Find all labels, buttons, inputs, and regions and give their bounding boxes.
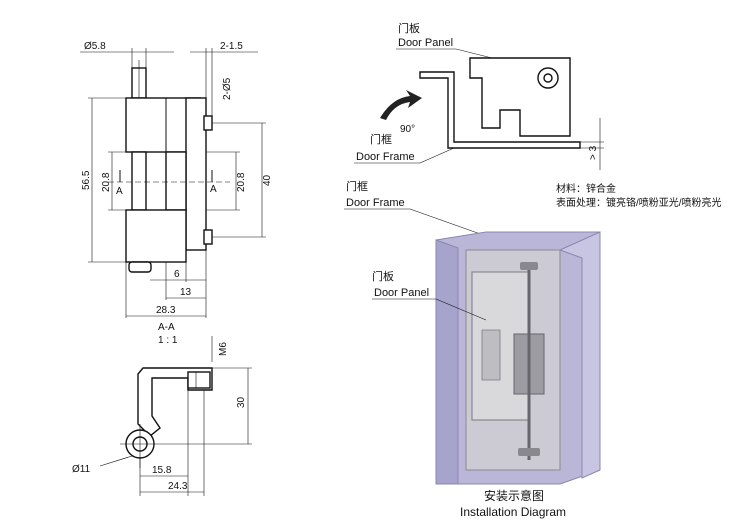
top-door-frame-en: Door Frame <box>356 151 415 163</box>
install-top-view: 门板 Door Panel 90° 门框 Door Frame > 3 <box>354 21 604 170</box>
dim-height-total: 56.5 <box>81 170 92 190</box>
pin-middle <box>131 151 147 211</box>
dim-width: 24.3 <box>168 481 188 492</box>
section-mark-right: A <box>210 184 217 195</box>
section-scale: 1 : 1 <box>158 335 178 346</box>
bottom-knuckle <box>125 209 187 263</box>
top-door-frame-cn: 门框 <box>370 132 392 146</box>
dim-offset: 15.8 <box>152 465 172 476</box>
dim-top-offset: 2-1.5 <box>220 41 243 52</box>
pin-bottom <box>128 261 152 273</box>
section-boss <box>187 371 211 389</box>
middle-knuckle <box>165 151 187 211</box>
top-gap: > 3 <box>588 145 599 160</box>
dim-width-total: 28.3 <box>156 305 176 316</box>
section-mark-left: A <box>116 186 123 197</box>
top-hinge-body <box>469 57 571 137</box>
spec-surface: 表面处理：镀亮铬/喷粉亚光/喷粉亮光 <box>556 196 722 209</box>
iso-door-panel-en: Door Panel <box>374 287 429 299</box>
spec-notes: 材料：锌合金 表面处理：镀亮铬/喷粉亚光/喷粉亮光 <box>556 182 722 209</box>
iso-door-frame-en: Door Frame <box>346 197 405 209</box>
dim-width-6: 6 <box>174 269 180 280</box>
rotate-arrow-icon <box>380 90 422 120</box>
dim-knuckle-right: 20.8 <box>236 172 247 192</box>
mount-hole-bottom <box>203 229 213 245</box>
dim-knuckle-left: 20.8 <box>101 172 112 192</box>
top-angle: 90° <box>400 124 415 135</box>
section-view: A-A 1 : 1 M6 30 Ø11 15.8 24.3 <box>72 322 252 496</box>
install-3d-view: 门框 Door Frame 门板 Door Panel 安装示意图 Instal… <box>344 179 601 519</box>
top-door-panel-en: Door Panel <box>398 37 453 49</box>
dim-knuckle-dia: Ø11 <box>72 464 91 475</box>
dim-thread: M6 <box>218 342 229 356</box>
dim-hole-dia: 2-Ø5 <box>222 77 233 100</box>
iso-door-panel-cn: 门板 <box>372 269 394 283</box>
section-title: A-A <box>158 322 175 333</box>
dim-width-13: 13 <box>180 287 192 298</box>
dim-hole-spacing: 40 <box>262 174 273 186</box>
mount-plate <box>185 97 207 251</box>
iso-door-frame-cn: 门框 <box>346 179 368 193</box>
top-door-panel-cn: 门板 <box>398 21 420 35</box>
dim-height: 30 <box>236 396 247 408</box>
mount-hole-top <box>203 115 213 131</box>
spec-material: 材料：锌合金 <box>556 182 616 195</box>
dim-pin-dia: Ø5.8 <box>84 41 106 52</box>
caption-en: Installation Diagram <box>460 505 566 519</box>
front-view: A A Ø5.8 2-1.5 2-Ø5 56.5 20.8 20.8 40 <box>80 41 273 318</box>
caption-cn: 安装示意图 <box>484 488 544 503</box>
